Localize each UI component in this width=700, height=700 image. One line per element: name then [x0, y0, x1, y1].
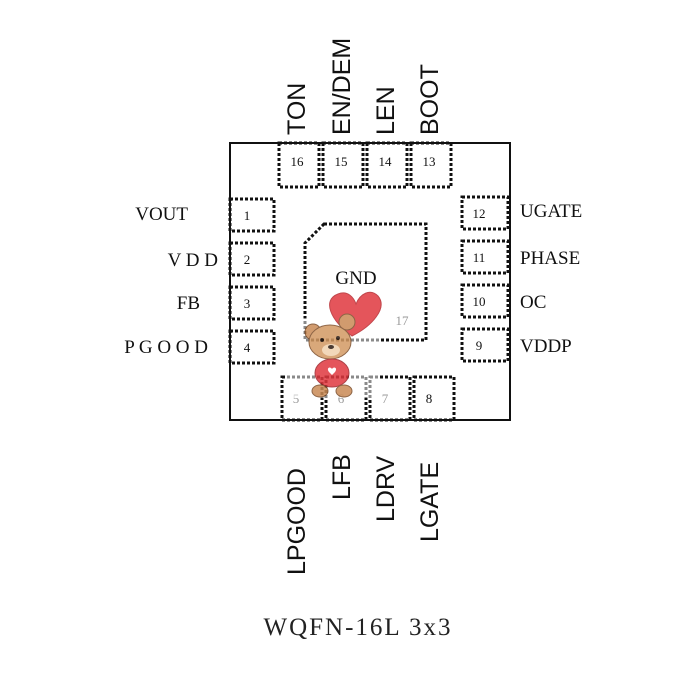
pin-5-number: 5	[293, 391, 300, 406]
pin-10-pad	[460, 283, 510, 319]
pin-3-pad	[228, 285, 276, 321]
teddy-bear-heart-icon	[285, 291, 382, 398]
left-pins: 1 VOUT 2 V D D 3 FB 4 P G O O D	[124, 197, 276, 365]
pin-16-label: TON	[283, 83, 311, 135]
pin-14-pad	[365, 141, 409, 189]
pin-2-label: V D D	[168, 250, 218, 271]
pin-9-pad	[460, 327, 510, 363]
exposed-pad-number: 17	[396, 313, 410, 328]
pin-8-number: 8	[426, 391, 433, 406]
pin-2-number: 2	[244, 252, 251, 267]
pin-2-pad	[228, 241, 276, 277]
pin-15-pad	[321, 141, 365, 189]
pin-6-label: LFB	[328, 454, 356, 500]
pin-14-label: LEN	[372, 86, 400, 135]
pin-11-number: 11	[473, 250, 486, 265]
pin-4-pad	[228, 329, 276, 365]
pin-1-number: 1	[244, 208, 251, 223]
right-pins: 12 UGATE 11 PHASE 10 OC 9 VDDP	[460, 195, 582, 363]
pin-10-label: OC	[520, 292, 546, 313]
pin-10-number: 10	[473, 294, 486, 309]
pin-7-number: 7	[382, 391, 389, 406]
pin-3-label: FB	[177, 293, 200, 314]
pin-1-label: VOUT	[135, 204, 188, 225]
pin-4-label: P G O O D	[124, 337, 208, 358]
package-caption: WQFN-16L 3x3	[263, 614, 452, 641]
pin-8-pad	[412, 375, 456, 422]
pin-7-label: LDRV	[372, 455, 400, 522]
pin-4-number: 4	[244, 340, 251, 355]
bottom-pins: 5 LPGOOD 6 LFB 7 LDRV 8 LGATE	[280, 375, 456, 575]
pin-14-number: 14	[379, 154, 393, 169]
pin-9-label: VDDP	[520, 336, 572, 357]
pin-11-label: PHASE	[520, 248, 580, 269]
pin-12-label: UGATE	[520, 201, 582, 222]
pin-1-pad	[228, 197, 276, 233]
pin-11-pad	[460, 239, 510, 275]
pin-13-label: BOOT	[416, 64, 444, 135]
exposed-pad-label: GND	[335, 268, 376, 289]
pin-9-number: 9	[476, 338, 483, 353]
pin-13-number: 13	[423, 154, 436, 169]
pin-8-label: LGATE	[416, 462, 444, 542]
pin-7-pad	[368, 375, 412, 422]
pin-6-number: 6	[338, 391, 345, 406]
pin-15-number: 15	[335, 154, 348, 169]
pin-16-pad	[277, 141, 321, 189]
pin-12-pad	[460, 195, 510, 231]
exposed-pad	[303, 222, 428, 342]
pin-15-label: EN/DEM	[328, 38, 356, 135]
pin-3-number: 3	[244, 296, 251, 311]
top-pins: 16 TON 15 EN/DEM 14 LEN 13 BOOT	[277, 38, 453, 189]
pin-16-number: 16	[291, 154, 305, 169]
pin-12-number: 12	[473, 206, 486, 221]
pin-13-pad	[409, 141, 453, 189]
pin-5-label: LPGOOD	[283, 468, 311, 575]
